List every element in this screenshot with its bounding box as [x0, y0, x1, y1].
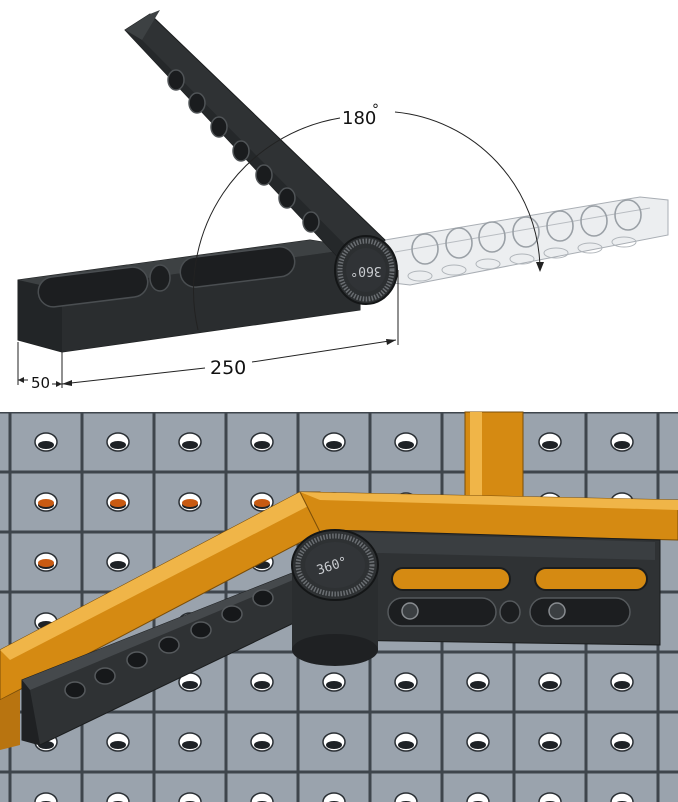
dial-label: 360° [350, 263, 381, 278]
bottom-rotation-dial: 360° [291, 529, 379, 666]
rotation-dial: 360° [334, 235, 398, 305]
angle-value: 180 [342, 108, 376, 129]
bolt-right [548, 602, 566, 620]
angle-unit: ° [372, 102, 379, 118]
dimension-lines [17, 270, 399, 388]
vertical-rail [464, 411, 524, 501]
length-dimension: 250 [210, 357, 246, 379]
width-dimension: 50 [31, 374, 50, 392]
orange-rails [0, 491, 678, 750]
bottom-angled-arm [21, 569, 305, 746]
bottom-figure: 360° [0, 411, 678, 802]
accent-holes [38, 499, 270, 567]
top-figure: 360° 180 ° 250 50 [17, 10, 669, 392]
bolt-left [401, 602, 419, 620]
dimension-arrows [18, 339, 396, 387]
bottom-base-arm [329, 529, 661, 646]
base-arm [17, 239, 361, 353]
ghost-extended-arm [384, 196, 669, 286]
angle-arc [193, 111, 541, 331]
arc-arrowhead [536, 262, 544, 272]
angled-arm [124, 10, 386, 271]
